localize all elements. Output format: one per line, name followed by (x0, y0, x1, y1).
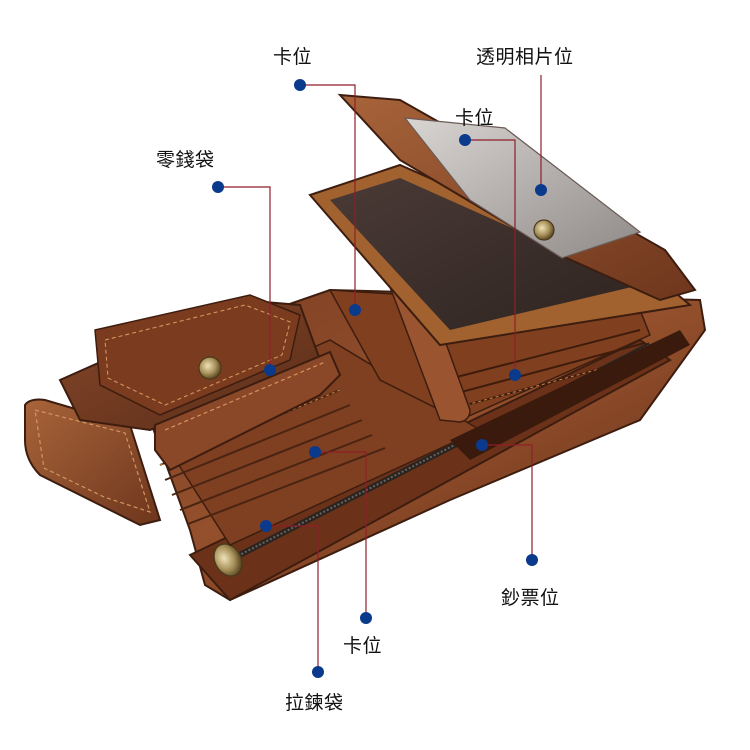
label-zipper-pocket: 拉鍊袋 (285, 692, 344, 714)
label-photo-window: 透明相片位 (476, 46, 574, 68)
label-card-slot-flap: 卡位 (455, 107, 495, 129)
coin-snap (198, 356, 222, 380)
bill-opening (450, 330, 690, 460)
id-window (403, 117, 642, 259)
label-bill-compartment: 鈔票位 (501, 587, 560, 609)
id-snap (533, 219, 555, 241)
closure-tab (24, 398, 162, 527)
label-card-slot-bottom: 卡位 (343, 635, 383, 657)
coin-pocket-front (154, 350, 342, 472)
label-coin-pocket: 零錢袋 (156, 149, 215, 171)
zipper-pull (213, 543, 243, 577)
label-card-slot-top: 卡位 (273, 46, 313, 68)
